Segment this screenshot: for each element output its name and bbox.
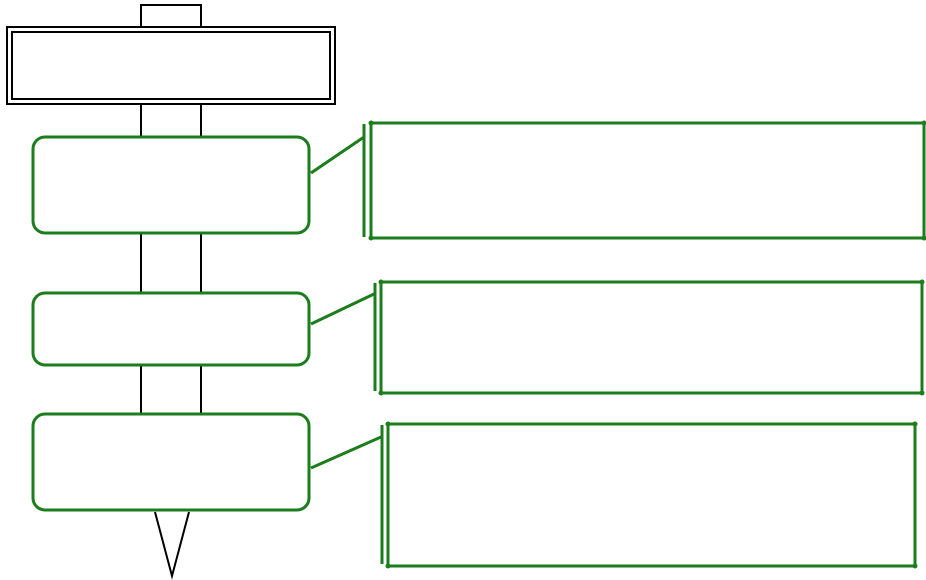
pole-tip [154,511,190,580]
note-3-dot-bl [385,563,391,569]
note-box-1 [362,120,926,241]
note-1-frame [369,121,926,240]
connector-1 [310,135,365,175]
connector-2 [310,292,375,326]
note-2-dot-tl [378,279,384,285]
title-sign-inner [11,31,331,100]
step-3 [31,412,918,569]
title-sign-outer [6,26,336,105]
note-3-dot-tl [385,421,391,427]
title-sign [6,26,336,105]
note-1-dot-bl [368,235,374,241]
note-3-frame [386,422,917,568]
step-box-2 [31,291,311,367]
note-3-dot-tr [912,421,918,427]
connector-3 [310,435,382,470]
note-3-dot-br [912,563,918,569]
note-1-dot-br [921,235,926,241]
step-box-1 [31,135,311,235]
note-box-3 [380,421,918,569]
note-1-dot-tl [368,120,374,126]
note-box-2 [373,279,925,396]
note-2-frame [379,280,924,395]
note-1-dot-tr [921,120,926,126]
step-1 [31,120,926,241]
note-2-dot-br [919,390,925,396]
step-2 [31,279,925,396]
step-box-3 [31,412,311,512]
note-2-dot-bl [378,390,384,396]
note-2-dot-tr [919,279,925,285]
